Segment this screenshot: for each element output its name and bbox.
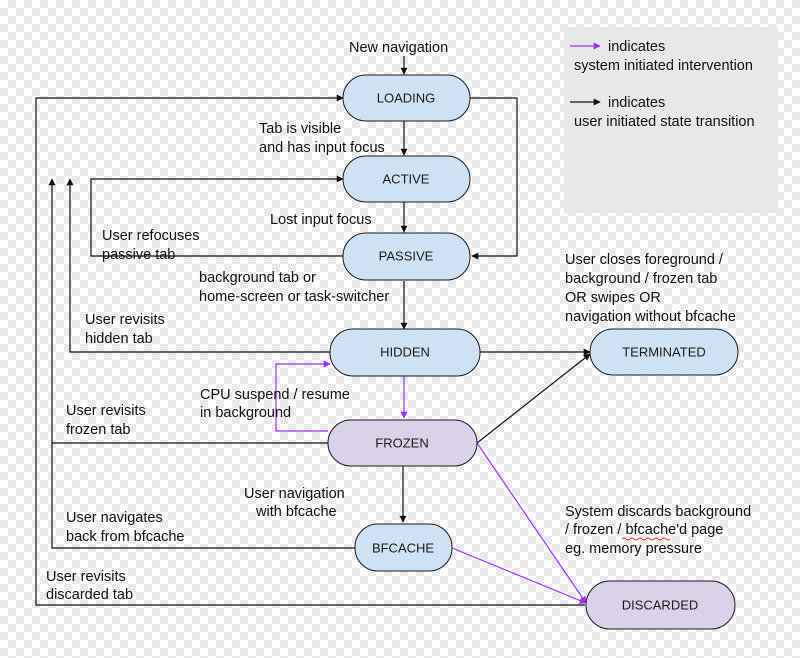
label-user-nav-bfcache-1: User navigation [244, 486, 345, 502]
label-revisit-discarded-1: User revisits [46, 569, 126, 585]
label-closes-2: background / frozen tab [565, 271, 717, 287]
label-cpu-2: in background [200, 405, 291, 421]
state-terminated-shape [589, 328, 739, 376]
label-tab-visible-1: Tab is visible [259, 121, 341, 137]
state-active-shape [342, 155, 471, 203]
label-navigates-back-2: back from bfcache [66, 529, 184, 545]
state-terminated: TERMINATED [589, 328, 739, 376]
state-passive-shape [342, 232, 471, 281]
legend-system-label-1: indicates [608, 39, 665, 55]
edge-labels: New navigation Tab is visible and has in… [46, 40, 751, 603]
state-hidden-shape [329, 328, 481, 377]
system-transitions [275, 360, 587, 604]
edge-passive-active [90, 175, 344, 257]
label-background-1: background tab or [199, 270, 316, 286]
label-tab-visible-2: and has input focus [259, 140, 385, 156]
state-terminated-label: TERMINATED [622, 345, 706, 360]
label-navigates-back-1: User navigates [66, 510, 163, 526]
state-frozen-label: FROZEN [375, 436, 428, 451]
label-user-nav-bfcache-2: with bfcache [255, 504, 337, 520]
legend-box [564, 27, 778, 213]
label-discards-3: eg. memory pressure [565, 541, 702, 557]
label-cpu-1: CPU suspend / resume [200, 387, 350, 403]
state-loading: LOADING [342, 74, 471, 122]
label-background-2: home-screen or task-switcher [199, 289, 389, 305]
user-transitions [35, 56, 591, 606]
edge-loading-passive [470, 97, 518, 260]
state-passive: PASSIVE [342, 232, 471, 281]
legend: indicates system initiated intervention … [564, 27, 778, 213]
label-revisit-frozen-2: frozen tab [66, 422, 131, 438]
legend-user-label-2: user initiated state transition [574, 114, 755, 130]
label-revisit-frozen-1: User revisits [66, 403, 146, 419]
edge-hidden-active [66, 178, 330, 353]
state-discarded: DISCARDED [585, 580, 736, 630]
legend-user-label-1: indicates [608, 95, 665, 111]
label-revisit-hidden-1: User revisits [85, 312, 165, 328]
state-discarded-shape [585, 580, 736, 630]
state-loading-shape [342, 74, 471, 122]
edge-bfcache-discarded [451, 547, 587, 604]
edge-bfcache-active [51, 443, 355, 549]
edge-frozen-hidden-resume [275, 360, 331, 432]
label-refocus-2: passive tab [102, 247, 175, 263]
state-active: ACTIVE [342, 155, 471, 203]
state-discarded-label: DISCARDED [622, 598, 699, 613]
label-discards-2: / frozen / bfcache'd page [565, 522, 723, 538]
label-new-navigation: New navigation [349, 40, 448, 56]
state-passive-label: PASSIVE [379, 249, 434, 264]
state-loading-label: LOADING [377, 91, 436, 106]
state-hidden-label: HIDDEN [380, 345, 430, 360]
edge-discarded-loading [35, 94, 585, 606]
legend-system-label-2: system initiated intervention [574, 58, 753, 74]
spellcheck-underline [621, 537, 671, 541]
state-bfcache-label: BFCACHE [372, 541, 434, 556]
state-frozen: FROZEN [327, 419, 478, 467]
label-discards-1: System discards background [565, 504, 751, 520]
label-closes-3: OR swipes OR [565, 290, 661, 306]
edge-frozen-discarded [476, 442, 587, 604]
state-bfcache: BFCACHE [354, 523, 453, 572]
edge-frozen-terminated [476, 353, 591, 444]
label-revisit-hidden-2: hidden tab [85, 331, 153, 347]
label-closes-1: User closes foreground / [565, 252, 724, 268]
label-refocus-1: User refocuses [102, 228, 200, 244]
state-hidden: HIDDEN [329, 328, 481, 377]
label-closes-4: navigation without bfcache [565, 309, 736, 325]
label-lost-focus: Lost input focus [270, 212, 372, 228]
label-revisit-discarded-2: discarded tab [46, 587, 133, 603]
state-bfcache-shape [354, 523, 453, 572]
state-active-label: ACTIVE [383, 172, 430, 187]
state-frozen-shape [327, 419, 478, 467]
